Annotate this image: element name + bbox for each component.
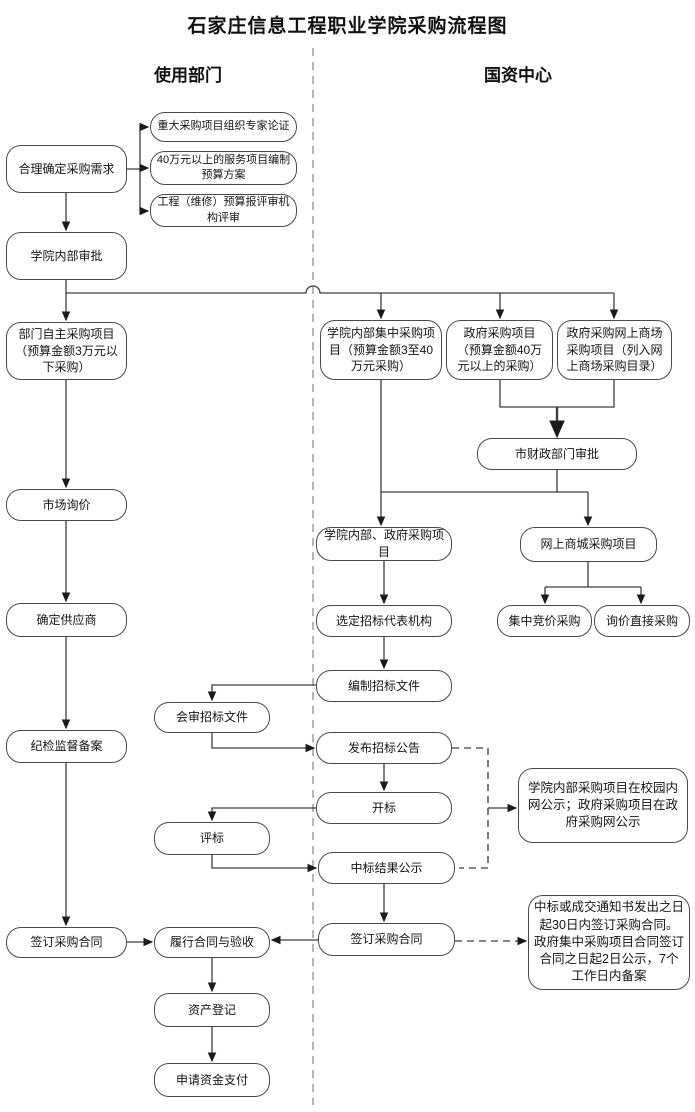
- flow-node-dept: 部门自主采购项目（预算金额3万元以下采购）: [6, 322, 127, 380]
- branch-need-subitems: [127, 127, 141, 211]
- flow-node-internal-gov: 学院内部、政府采购项目: [316, 527, 452, 561]
- edge-docs-reviewdocs: [207, 684, 316, 702]
- flow-node-finance: 市财政部门审批: [477, 438, 637, 470]
- flow-node-market: 市场询价: [6, 489, 127, 521]
- flow-node-expert: 重大采购项目组织专家论证: [150, 112, 297, 142]
- flow-node-sign-left: 签订采购合同: [6, 927, 127, 958]
- flow-node-agency: 选定招标代表机构: [316, 605, 452, 637]
- edge-reviewdocs-announce: [211, 733, 316, 753]
- page-title: 石家庄信息工程职业学院采购流程图: [187, 16, 508, 37]
- flow-node-m2: 政府采购项目（预算金额40万元以上的采购）: [446, 320, 553, 380]
- flow-node-announce: 发布招标公告: [316, 732, 452, 764]
- lane-label-using-department: 使用部门: [154, 66, 222, 85]
- flow-node-note-publicity: 学院内部采购项目在校园内网公示；政府采购项目在政府采购网公示: [518, 768, 688, 843]
- flow-node-bidding-central: 集中竞价采购: [497, 605, 592, 637]
- flow-node-jijian: 纪检监督备案: [6, 730, 127, 763]
- flow-node-docs: 编制招标文件: [316, 670, 452, 702]
- flow-node-approve: 学院内部审批: [6, 232, 127, 280]
- flow-node-asset: 资产登记: [154, 993, 270, 1027]
- edge-openbid-evalbid: [207, 807, 316, 822]
- dashed-feedback-announce-result: [452, 747, 489, 869]
- flow-node-review-docs: 会审招标文件: [154, 702, 270, 733]
- flow-node-perform: 履行合同与验收: [154, 927, 270, 958]
- edge-evalbid-result: [211, 855, 318, 873]
- flow-node-mall: 网上商城采购项目: [520, 527, 657, 562]
- branch-finance-split: [381, 470, 588, 493]
- flow-node-project-review: 工程（维修）预算报评审机构评审: [150, 194, 297, 227]
- flow-node-service40: 40万元以上的服务项目编制预算方案: [150, 151, 297, 185]
- branch-mall-split: [545, 562, 641, 588]
- flow-node-inquiry-direct: 询价直接采购: [594, 605, 690, 637]
- flow-node-result: 中标结果公示: [318, 852, 455, 884]
- lane-label-state-assets-center: 国资中心: [484, 66, 552, 85]
- branch-approve-horizontal: [65, 280, 614, 294]
- flow-node-payment: 申请资金支付: [154, 1063, 270, 1097]
- flow-node-supplier: 确定供应商: [6, 603, 127, 637]
- branch-m2m3-join: [499, 380, 615, 408]
- flow-node-m3: 政府采购网上商场采购项目（列入网上商场采购目录）: [557, 320, 672, 380]
- flow-node-m1: 学院内部集中采购项目（预算金额3至40万元采购）: [320, 320, 442, 380]
- flow-node-need: 合理确定采购需求: [6, 145, 127, 193]
- flow-node-note-contract: 中标或成交通知书发出之日起30日内签订采购合同。政府集中采购项目合同签订合同之日…: [528, 895, 690, 990]
- flow-node-sign-mid: 签订采购合同: [318, 923, 455, 956]
- flow-node-eval-bid: 评标: [154, 822, 270, 855]
- flow-node-open-bid: 开标: [316, 792, 452, 824]
